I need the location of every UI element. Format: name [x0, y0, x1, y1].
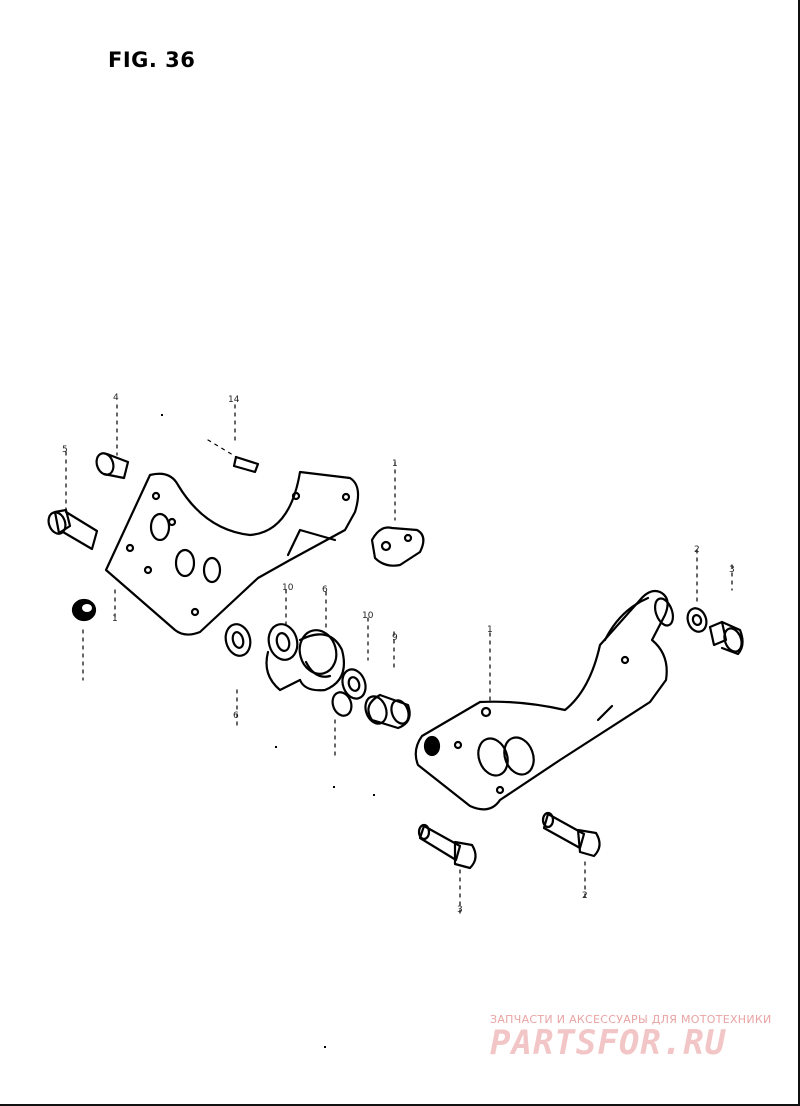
callout-label: 3 — [457, 905, 463, 915]
scan-dot — [373, 794, 375, 796]
scan-dot — [333, 786, 335, 788]
left-bracket-plate — [104, 470, 360, 636]
callout-label: 14 — [228, 395, 240, 405]
figure-title: FIG. 36 — [108, 48, 196, 72]
callout-label: 3 — [729, 565, 735, 575]
right-bracket-plate — [414, 589, 675, 811]
bolt-short — [95, 452, 130, 480]
scan-dot — [275, 746, 277, 748]
callout-label: 2 — [694, 545, 700, 555]
bolt-upper-left — [47, 508, 99, 551]
washer-far-right — [686, 607, 708, 633]
bolt-lower-right — [541, 811, 601, 858]
callout-label: 4 — [113, 393, 119, 403]
page-border-bottom — [0, 1104, 800, 1106]
scan-dot — [324, 1046, 326, 1048]
callout-label: 1 — [487, 625, 493, 635]
watermark-logo: PARTSFOR.RU — [490, 1023, 727, 1063]
callout-label: 5 — [62, 445, 68, 455]
scan-dot — [161, 414, 163, 416]
callout-label: 2 — [582, 891, 588, 901]
bolt-lower-middle — [417, 823, 477, 870]
callout-label: 6 — [233, 711, 239, 721]
washer-right — [331, 668, 367, 717]
pin — [232, 455, 260, 474]
collar — [364, 693, 411, 730]
watermark-subtitle: ЗАПЧАСТИ И АКСЕССУАРЫ ДЛЯ МОТОТЕХНИКИ — [490, 1013, 772, 1026]
callout-label: 1 — [392, 459, 398, 469]
nut — [71, 598, 97, 622]
washer-left — [224, 623, 252, 657]
callout-label: 6 — [322, 585, 328, 595]
bolt-far-right — [708, 620, 744, 656]
rubber-mount — [265, 623, 346, 692]
callout-label: 9 — [392, 633, 398, 643]
callout-label: 10 — [282, 583, 294, 593]
callout-label: 10 — [362, 611, 374, 621]
leader-lines — [65, 404, 733, 916]
callout-label: 1 — [112, 614, 118, 624]
page-border-right — [798, 0, 800, 1106]
link-plate — [370, 526, 425, 567]
